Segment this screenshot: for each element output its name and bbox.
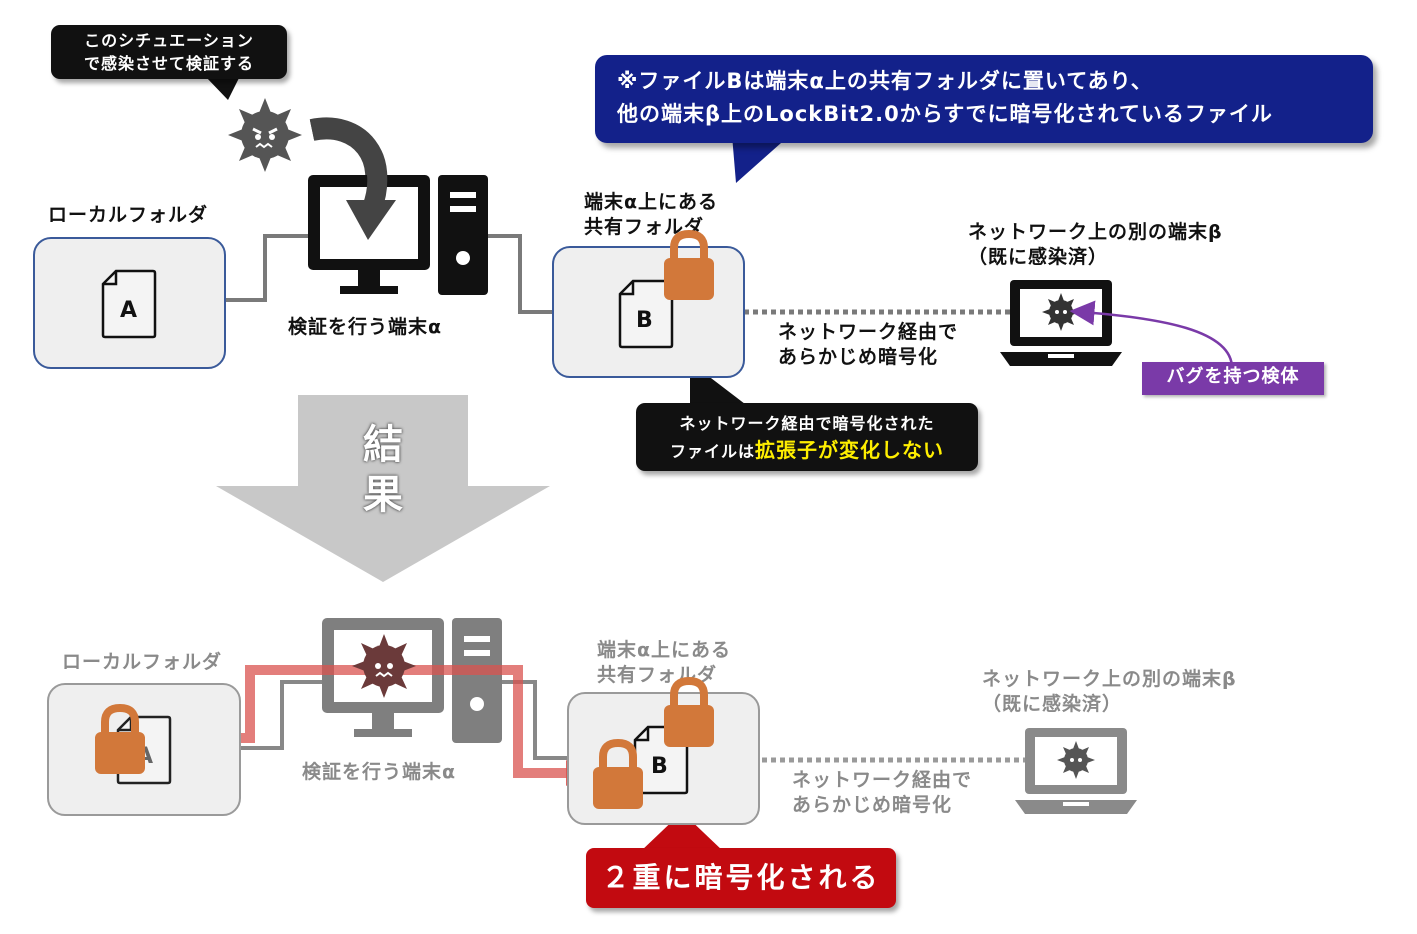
- link-terminal-shared-after: [500, 680, 568, 760]
- bug-sample-tag: バグを持つ検体: [1142, 362, 1324, 395]
- local-folder-after: [47, 683, 241, 816]
- extension-callout: ネットワーク経由で暗号化された ファイルは拡張子が変化しない: [636, 403, 978, 471]
- remote-terminal-label: ネットワーク上の別の端末β （既に感染済）: [968, 221, 1223, 268]
- lock-icon: [664, 676, 714, 747]
- note-box: ※ファイルBは端末α上の共有フォルダに置いてあり、 他の端末β上のLockBit…: [595, 55, 1373, 143]
- terminal-alpha-label: 検証を行う端末α: [288, 316, 443, 338]
- encryption-path-shared: [414, 665, 570, 778]
- file-a-letter: A: [120, 298, 138, 323]
- local-folder-label-after: ローカルフォルダ: [62, 651, 223, 673]
- highlight-text: 拡張子が変化しない: [755, 438, 944, 462]
- network-label-after: ネットワーク経由で あらかじめ暗号化: [792, 769, 973, 816]
- file-b-letter: B: [636, 308, 653, 333]
- local-folder-label: ローカルフォルダ: [48, 204, 209, 226]
- link-local-terminal: [226, 234, 310, 302]
- double-encryption-banner: ２重に暗号化される: [586, 848, 896, 908]
- lock-icon: [664, 229, 714, 300]
- callout-tail: [205, 76, 240, 100]
- link-terminal-shared: [488, 234, 552, 314]
- desktop-computer-after-icon: [322, 618, 502, 743]
- link-local-terminal-after: [241, 680, 326, 750]
- result-label: 結 果: [363, 422, 403, 518]
- callout-line: で感染させて検証する: [83, 54, 254, 73]
- file-icon: [101, 269, 157, 339]
- shared-folder-label: 端末α上にある 共有フォルダ: [584, 191, 719, 238]
- laptop-virus-after-icon: [1057, 741, 1095, 779]
- file-b-letter: B: [651, 754, 668, 779]
- note-line: 他の端末β上のLockBit2.0からすでに暗号化されているファイル: [617, 102, 1273, 126]
- banner-pointer: [640, 812, 724, 852]
- lock-icon: [593, 738, 643, 809]
- remote-terminal-label-after: ネットワーク上の別の端末β （既に感染済）: [982, 668, 1237, 715]
- note-line: ※ファイルBは端末α上の共有フォルダに置いてあり、: [617, 69, 1153, 93]
- callout-line: このシチュエーション: [84, 31, 254, 50]
- virus-after-icon: [352, 634, 416, 698]
- desktop-computer-icon: [308, 175, 488, 295]
- virus-icon: [228, 98, 302, 172]
- note-tail: [732, 135, 790, 183]
- bug-pointer-arrow: [1069, 300, 1234, 369]
- network-label: ネットワーク経由で あらかじめ暗号化: [778, 321, 959, 368]
- result-arrow: [216, 395, 550, 582]
- test-condition-callout: このシチュエーション で感染させて検証する: [51, 25, 287, 79]
- lock-icon: [95, 703, 145, 774]
- terminal-alpha-label-after: 検証を行う端末α: [302, 761, 457, 783]
